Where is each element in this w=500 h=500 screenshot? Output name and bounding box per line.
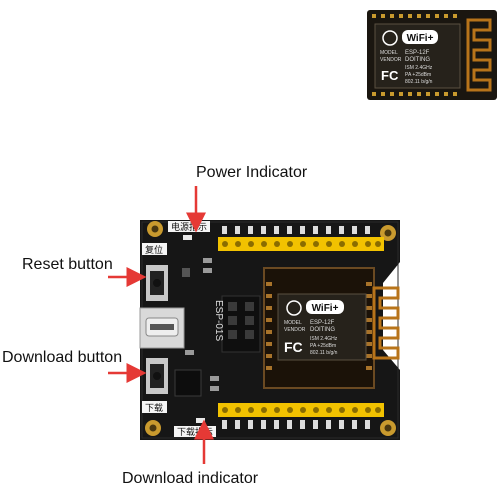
standalone-spec-1: ISM 2.4GHz: [405, 65, 433, 71]
mounted-spec-2: PA +25dBm: [310, 343, 336, 349]
download-button-label: Download button: [2, 349, 123, 366]
mounted-model-key: MODEL: [284, 320, 302, 326]
mounted-spec-1: ISM 2.4GHz: [310, 336, 338, 342]
mounted-spec-3: 802.11 b/g/n: [310, 350, 338, 356]
mounting-holes: [145, 221, 396, 436]
mounted-esp12f-module: WiFi+ MODEL ESP-12F VENDOR DOITING FC IS…: [277, 293, 367, 361]
programmer-board: 电源指示 复位 下载 下载指示: [139, 220, 400, 440]
reset-button-label: Reset button: [22, 256, 113, 273]
esp01s-socket: [221, 295, 261, 353]
mounted-vendor-key: VENDOR: [284, 327, 306, 333]
mounted-model-top: ESP-12F: [310, 320, 335, 326]
micro-usb-port: [139, 307, 185, 349]
download-cn-label: 下载: [145, 402, 163, 414]
standalone-fc-mark: FC: [381, 68, 399, 83]
mounted-fc-mark: FC: [284, 339, 303, 355]
standalone-module-image: WiFi+ MODEL ESP-12F VENDOR DOITING FC IS…: [367, 10, 497, 100]
power-led: [183, 235, 192, 240]
standalone-model-top: ESP-12F: [405, 50, 430, 56]
standalone-spec-3: 802.11 b/g/n: [405, 79, 433, 85]
download-button[interactable]: [146, 358, 168, 394]
top-pin-header: [218, 237, 384, 251]
mounted-model-sub: DOITING: [310, 327, 335, 333]
standalone-spec-2: PA +25dBm: [405, 72, 431, 78]
standalone-model-sub: DOITING: [405, 57, 430, 63]
reset-cn-label: 复位: [145, 244, 163, 256]
power-indicator-label: Power Indicator: [196, 164, 308, 181]
download-indicator-cn-label: 下载指示: [177, 426, 213, 438]
usb-serial-chip: [174, 369, 202, 397]
mounted-wifi-badge: WiFi+: [312, 303, 339, 314]
standalone-model-key: MODEL: [380, 50, 398, 56]
standalone-vendor-key: VENDOR: [380, 57, 402, 63]
power-indicator-cn-label: 电源指示: [171, 221, 207, 233]
standalone-wifi-badge: WiFi+: [407, 33, 434, 44]
bottom-pin-header: [218, 403, 384, 417]
reset-button[interactable]: [146, 265, 168, 301]
esp01s-silkscreen: ESP-01S: [213, 300, 224, 341]
download-indicator-label: Download indicator: [122, 470, 259, 487]
